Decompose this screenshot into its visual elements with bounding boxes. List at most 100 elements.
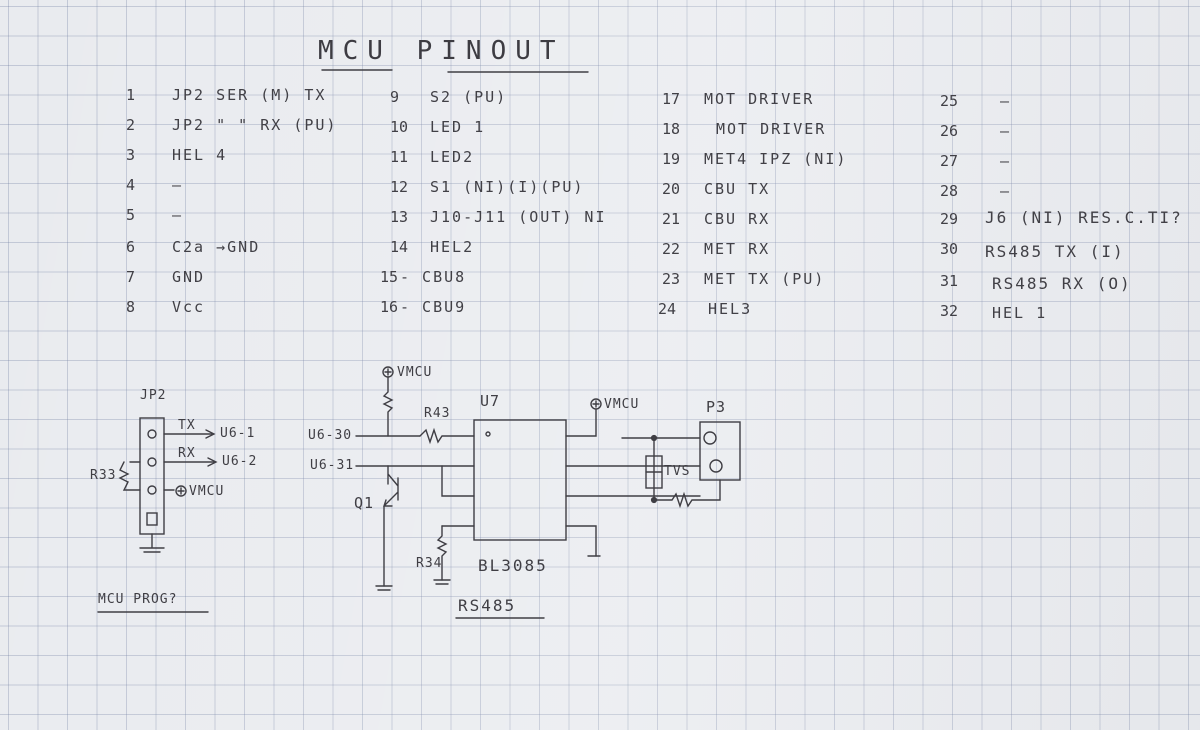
pin-number: 3	[126, 146, 136, 164]
jp2-pin	[147, 429, 157, 439]
pin-label: –	[1000, 152, 1012, 170]
vmcu-top-label: VMCU	[397, 365, 433, 380]
u7-right-wires	[565, 409, 701, 557]
r43-label: R43	[424, 406, 451, 421]
u6-31-label: U6-31	[310, 458, 355, 473]
pin-label: CBU TX	[704, 180, 771, 198]
vmcu-top-plus	[384, 368, 392, 376]
jp2-pin	[147, 457, 157, 467]
pin-number: 27	[940, 152, 959, 170]
jp2-pin-square	[146, 512, 158, 526]
u7-pin1-dot	[485, 431, 491, 437]
p3-pin	[703, 431, 717, 445]
pin-number: 7	[126, 268, 136, 286]
r33-resistor	[118, 461, 141, 491]
pin-label: –	[1000, 92, 1012, 110]
pin-label: MOT DRIVER	[704, 90, 815, 108]
pin-number: 24	[658, 300, 677, 318]
vmcu-right-label: VMCU	[604, 397, 640, 412]
pin-label: MET RX	[704, 240, 771, 258]
pin-number: 20	[662, 180, 681, 198]
tx-label: TX	[178, 418, 196, 433]
jp2-pin	[147, 485, 157, 495]
r33-label: R33	[90, 468, 117, 483]
title-underline	[321, 69, 589, 73]
pin-number: 12	[390, 178, 409, 196]
pin-label: RS485 RX (O)	[992, 274, 1132, 293]
pin-label: C2a →GND	[172, 238, 261, 256]
r34-resistor	[436, 525, 448, 581]
pin-label: JP2 " " RX (PU)	[172, 116, 338, 134]
jp2-wires	[163, 433, 215, 491]
pin-label: - CBU9	[400, 298, 467, 316]
bus-wires	[621, 437, 701, 501]
pin-number: 29	[940, 210, 959, 228]
pin-label: MET TX (PU)	[704, 270, 826, 288]
junction-dot	[650, 434, 658, 442]
pin-number: 18	[662, 120, 681, 138]
pin-number: 1	[126, 86, 136, 104]
q1-transistor	[383, 465, 399, 587]
tvs-label: TVS	[664, 464, 691, 479]
pin-number: 25	[940, 92, 959, 110]
pin-number: 15	[380, 268, 399, 286]
pin-number: 32	[940, 302, 959, 320]
pin-number: 23	[662, 270, 681, 288]
u6-30-label: U6-30	[308, 428, 353, 443]
prog-caption: MCU PROG?	[98, 592, 178, 607]
u7-chip	[473, 419, 567, 541]
pin-label: HEL 4	[172, 146, 228, 164]
pin-number: 31	[940, 272, 959, 290]
pin-label: –	[1000, 182, 1012, 200]
p3-pin	[709, 459, 723, 473]
p3-connector	[699, 421, 741, 481]
pin-number: 10	[390, 118, 409, 136]
pin-label: Vcc	[172, 298, 206, 316]
vmcu-right-plus	[592, 400, 600, 408]
de-re-wires	[441, 465, 475, 527]
pin-label: GND	[172, 268, 206, 286]
vmcu-right-symbol	[590, 398, 602, 410]
q1-label: Q1	[354, 494, 375, 512]
pin-label: LED2	[430, 148, 475, 166]
pin-label: CBU RX	[704, 210, 771, 228]
pin-number: 8	[126, 298, 136, 316]
jp2-ground	[139, 533, 165, 553]
u6-2-label: U6-2	[222, 454, 258, 469]
pin-label: –	[172, 176, 184, 194]
pin-number: 19	[662, 150, 681, 168]
pin-label: LED 1	[430, 118, 486, 136]
pin-label: –	[172, 206, 184, 224]
pin-label: S2 (PU)	[430, 88, 508, 106]
pin-label: S1 (NI)(I)(PU)	[430, 178, 585, 196]
pin-label: J10-J11 (OUT) NI	[430, 208, 607, 226]
pin-label: HEL 1	[992, 304, 1048, 322]
u7-part-label: BL3085	[478, 556, 548, 575]
pin-label: MOT DRIVER	[716, 120, 827, 138]
pin-number: 11	[390, 148, 409, 166]
jp2-arrows	[205, 429, 218, 467]
pin-number: 9	[390, 88, 400, 106]
pin-number: 2	[126, 116, 136, 134]
pin-label: HEL2	[430, 238, 475, 256]
vmcu-label: VMCU	[189, 484, 225, 499]
pin-label: J6 (NI) RES.C.TI?	[985, 208, 1183, 227]
p3-label: P3	[706, 398, 727, 416]
pin-number: 30	[940, 240, 959, 258]
ground-symbols	[375, 555, 601, 591]
pin-number: 17	[662, 90, 681, 108]
pin-number: 13	[390, 208, 409, 226]
pin-number: 28	[940, 182, 959, 200]
jp2-label: JP2	[140, 388, 167, 403]
page-title: MCU PINOUT	[318, 36, 565, 66]
pin-number: 5	[126, 206, 136, 224]
pin-label: –	[1000, 122, 1012, 140]
jp2-connector-body	[139, 417, 165, 535]
r-bus-resistor	[653, 479, 721, 509]
pin-number: 26	[940, 122, 959, 140]
pin-number: 14	[390, 238, 409, 256]
pin-number: 22	[662, 240, 681, 258]
pin-label: HEL3	[708, 300, 753, 318]
pin-number: 4	[126, 176, 136, 194]
